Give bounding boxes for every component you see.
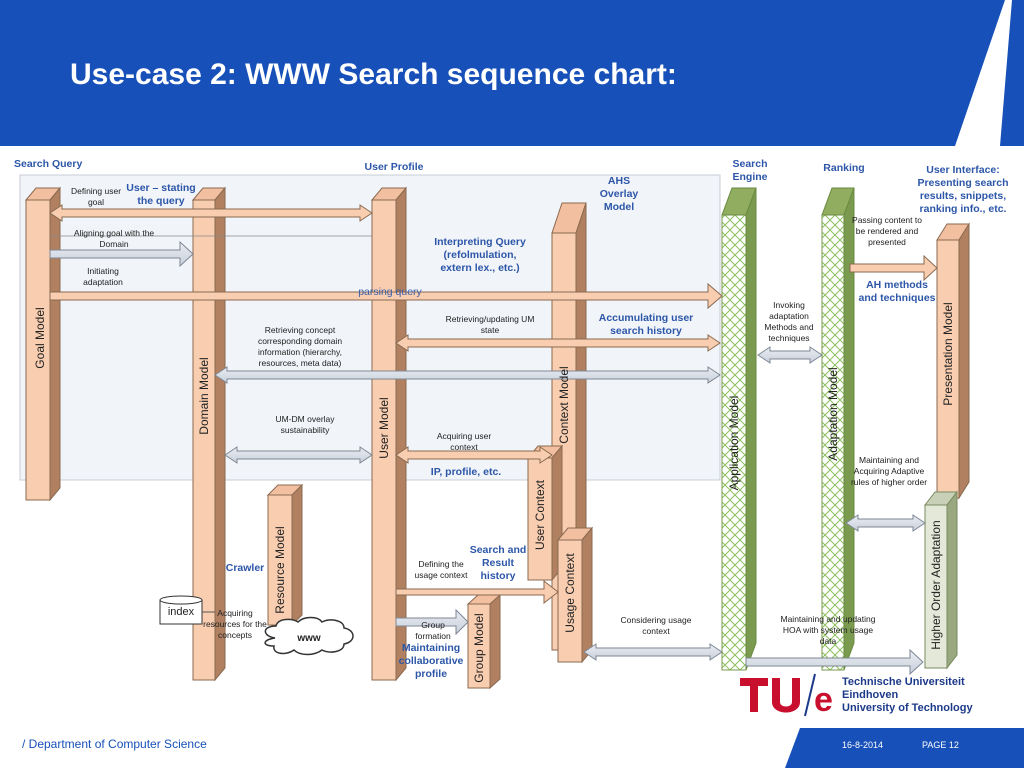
label-acquiring-user-context: Acquiring user context [436, 431, 492, 452]
group-model-label: Group Model [472, 613, 486, 683]
ranking-header: Ranking [823, 162, 865, 174]
domain-model-label: Domain Model [197, 357, 211, 435]
user-profile-header: User Profile [364, 161, 424, 173]
application-model-label: Application Model [727, 395, 741, 491]
label-um-dm: UM-DM overlay sustainability [275, 414, 335, 435]
header-stripe-inner [1000, 0, 1024, 146]
label-maintaining-collaborative: Maintaining collaborative profile [398, 642, 464, 680]
presentation-model-label: Presentation Model [941, 302, 955, 406]
application-model-lifeline [721, 187, 757, 671]
label-retrieving-updating: Retrieving/updating UM state [445, 314, 535, 335]
label-retrieving-concept: Retrieving concept corresponding domain … [257, 325, 343, 368]
hoa-lifeline [923, 490, 959, 670]
adaptation-model-lifeline [821, 187, 855, 671]
label-defining-user-goal: Defining user goal [70, 186, 122, 207]
label-aligning-goal: Aligning goal with the Domain [73, 228, 155, 249]
label-interpreting-query: Interpreting Query (refolmulation, exter… [434, 236, 526, 274]
svg-text:e: e [814, 681, 833, 719]
label-maintaining-acquiring: Maintaining and Acquiring Adaptive rules… [850, 455, 928, 487]
user-model-label: User Model [377, 397, 391, 459]
goal-model-lifeline [24, 186, 62, 502]
resource-model-label: Resource Model [273, 526, 287, 614]
label-ah-methods: AH methods and techniques [858, 279, 936, 304]
label-ip-profile: IP, profile, etc. [430, 466, 502, 478]
university-name-line1: Technische Universiteit [842, 676, 965, 688]
ahs-overlay-header: AHS Overlay Model [599, 175, 639, 213]
footer-date: 16-8-2014 [842, 740, 884, 750]
user-model-lifeline [370, 186, 408, 682]
user-context-label: User Context [533, 479, 547, 551]
usage-context-lifeline [556, 526, 594, 664]
university-name-line2: Eindhoven [842, 689, 899, 701]
label-search-result-history: Search and Result history [469, 544, 527, 582]
label-invoking: Invoking adaptation Methods and techniqu… [764, 300, 814, 343]
footer-page-number: PAGE 12 [922, 740, 959, 750]
label-defining-usage-context: Defining the usage context [414, 559, 468, 580]
label-considering-usage: Considering usage context [620, 615, 692, 636]
group-model-lifeline [466, 593, 502, 690]
label-www: www [297, 633, 321, 644]
footer-department[interactable]: / Department of Computer Science [22, 737, 207, 751]
goal-model-label: Goal Model [33, 307, 47, 369]
gray-arrows [49, 240, 926, 676]
label-acquiring-resources: Acquiring resources for the concepts [203, 608, 267, 640]
header-banner [0, 0, 1024, 146]
label-crawler: Crawler [225, 562, 265, 574]
label-group-formation: Group formation [415, 620, 451, 641]
usage-context-label: Usage Context [563, 553, 577, 633]
label-initiating-adaptation: Initiating adaptation [83, 266, 123, 287]
user-interface-header: User Interface: Presenting search result… [917, 164, 1009, 215]
page-title: Use-case 2: WWW Search sequence chart: [70, 58, 677, 91]
label-user-stating: User – stating the query [126, 182, 196, 207]
presentation-model-lifeline [936, 222, 970, 500]
label-parsing-query: parsing query [358, 286, 422, 298]
label-accumulating: Accumulating user search history [598, 312, 694, 337]
adaptation-model-label: Adaptation Model [826, 367, 840, 461]
index-cylinder [159, 595, 203, 625]
peach-arrows [49, 204, 938, 605]
label-passing-content: Passing content to be rendered and prese… [852, 215, 922, 247]
footer-band [785, 728, 1024, 768]
context-model-label: Context Model [557, 366, 571, 444]
search-query-header: Search Query [14, 158, 83, 170]
resource-model-lifeline [266, 483, 304, 627]
domain-model-lifeline [191, 186, 227, 682]
label-index: index [167, 606, 195, 618]
label-maintaining-updating-hoa: Maintaining and updating HOA with system… [780, 614, 876, 646]
tue-logo: e [740, 673, 833, 719]
hoa-label: Higher Order Adaptation [929, 520, 943, 650]
diagram-panel [19, 174, 721, 481]
university-name-line3: University of Technology [842, 702, 973, 714]
www-cloud [264, 616, 354, 656]
search-engine-header: Search Engine [732, 158, 768, 183]
